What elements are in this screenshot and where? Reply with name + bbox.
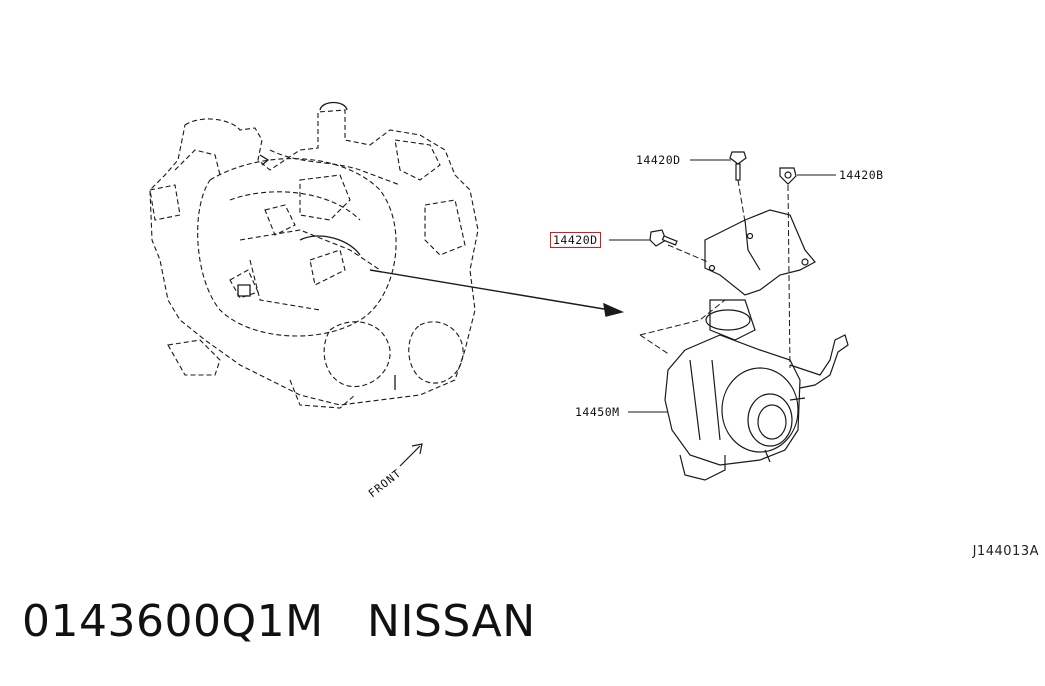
front-arrow (399, 443, 423, 467)
engine-solid-details (237, 101, 396, 390)
fasteners (649, 151, 797, 247)
callout-leaders (609, 159, 836, 413)
turbo-assembly (664, 209, 849, 481)
engine-outline (149, 109, 479, 409)
callout-nut-right: 14420B (839, 168, 884, 182)
part-number: 0143600Q1M (22, 596, 324, 647)
callout-bolt-top: 14420D (636, 153, 681, 167)
callout-bolt-left-highlighted: 14420D (550, 232, 601, 248)
part-caption: 0143600Q1M NISSAN (22, 596, 536, 647)
brand-name: NISSAN (367, 596, 536, 647)
callout-turbo: 14450M (575, 405, 620, 419)
diagram-reference-code: J144013A (972, 544, 1039, 559)
assembly-guide-lines (639, 179, 791, 369)
pointer-arrow (369, 269, 625, 317)
